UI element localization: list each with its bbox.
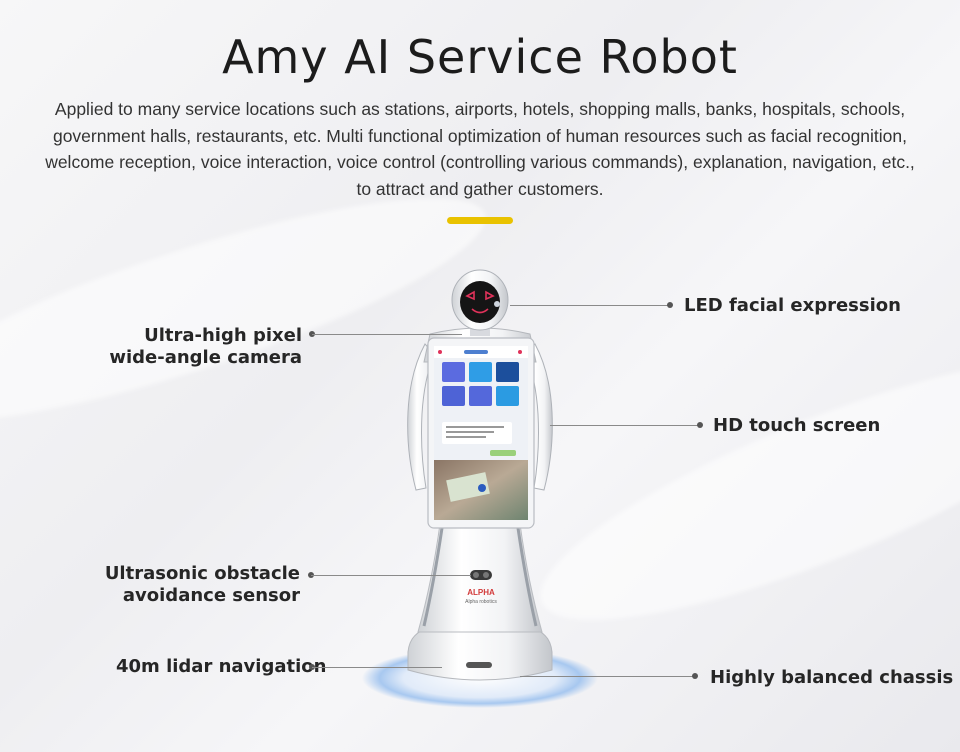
mouth [471,308,489,314]
chassis-line [520,676,695,677]
left-eye [465,290,475,301]
camera-lens [494,301,500,307]
accent-bar [447,217,513,224]
robot-base [407,627,553,681]
callout-ultrasonic-line2: avoidance sensor [122,585,300,606]
chassis-sensor [466,662,492,668]
right-arm [525,343,553,491]
callout-camera-line1: Ultra-high pixel [144,325,302,346]
screen-line [550,425,700,426]
camera-line [312,334,462,335]
callout-screen: HD touch screen [713,415,881,436]
robot-face [460,281,500,323]
robot-brand-sub: Alpha robotics [465,599,497,605]
callout-camera: Ultra-high pixel wide-angle camera [100,325,302,369]
callout-lidar: 40m lidar navigation [116,656,327,677]
led-line [510,305,670,306]
callout-chassis: Highly balanced chassis [710,667,954,688]
right-eye [485,290,495,301]
page-description: Applied to many service locations such a… [45,99,915,199]
callout-led: LED facial expression [684,295,901,316]
callout-ultrasonic-line1: Ultrasonic obstacle [104,563,300,584]
chassis-dot [692,673,698,679]
ultrasonic-line [311,575,471,576]
robot-brand: ALPHA [467,588,495,597]
left-arm [407,343,435,491]
page-title: Amy AI Service Robot [222,30,738,84]
callout-ultrasonic: Ultrasonic obstacle avoidance sensor [80,563,300,607]
callout-camera-line2: wide-angle camera [109,347,302,368]
lidar-line [312,667,442,668]
robot-illustration: ALPHA Alpha robotics [362,269,598,708]
led-dot [667,302,673,308]
screen-dot [697,422,703,428]
